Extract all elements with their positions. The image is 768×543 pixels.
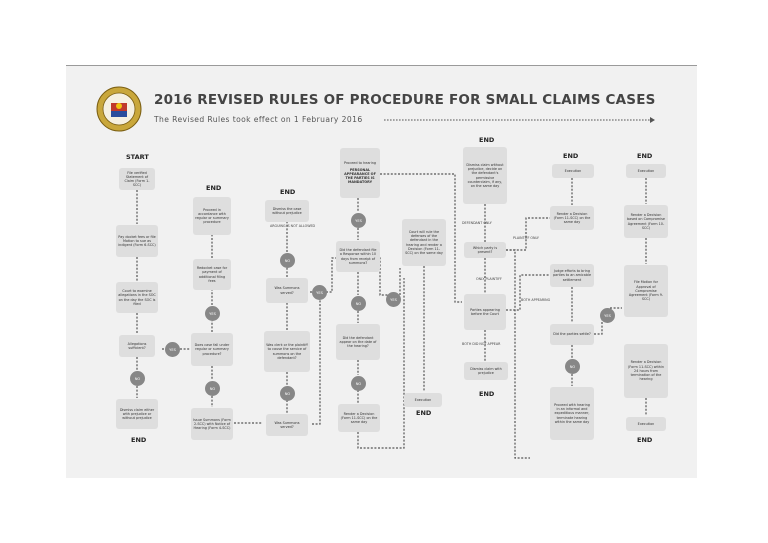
parties-appearing-node: Parties appearing before the Court — [464, 294, 506, 330]
render-decision-node-2: Render a Decision (Form 11-SCC) on the s… — [550, 206, 594, 230]
which-party-node: Which party is present? — [464, 242, 506, 258]
no-circle: NO — [205, 381, 220, 396]
execution-node: Execution — [404, 393, 442, 407]
execution-node-2: Execution — [552, 164, 594, 178]
no-circle: NO — [351, 296, 366, 311]
end-label: END — [131, 436, 147, 444]
no-circle: NO — [351, 376, 366, 391]
yes-circle: YES — [351, 213, 366, 228]
was-served-node-2: Was Summons served? — [266, 414, 308, 436]
no-circle: NO — [280, 253, 295, 268]
end-label: END — [637, 436, 653, 444]
yes-circle: YES — [165, 342, 180, 357]
both-not-appear-label: BOTH DID NOT APPEAR — [462, 342, 501, 346]
judge-efforts-node: Judge efforts to bring parties to an ami… — [550, 264, 594, 287]
start-label: START — [126, 153, 149, 161]
render-based-compromise-node: Render a Decision based on Compromise Ag… — [624, 205, 668, 238]
end-label: END — [280, 188, 296, 196]
proceed-hearing-text: Proceed to hearing — [343, 161, 377, 166]
render-decision-24-node: Render a Decision (Form 11-SCC) within 2… — [624, 344, 668, 398]
defendant-only-label: DEFENDANT ONLY — [462, 221, 492, 225]
no-circle: NO — [130, 371, 145, 386]
page-subtitle: The Revised Rules took effect on 1 Febru… — [154, 115, 363, 124]
allegations-node: Allegations sufficient? — [119, 335, 155, 357]
yes-circle: YES — [205, 306, 220, 321]
pay-docket-node: Pay docket fees or file Motion to sue as… — [116, 225, 158, 257]
was-clerk-node: Was clerk or the plaintiff to cause the … — [264, 331, 310, 372]
issue-summons-node: Issue Summons (Form 2-SCC) with Notice o… — [191, 408, 233, 440]
dismiss-with-prejudice-node: Dismiss claim with prejudice — [464, 362, 508, 380]
yes-circle: YES — [386, 292, 401, 307]
yes-circle: YES — [600, 308, 615, 323]
proceed-regular-node: Proceed in accordance with regular or su… — [193, 197, 231, 235]
page-title: 2016 REVISED RULES OF PROCEDURE FOR SMAL… — [154, 92, 656, 108]
end-label: END — [416, 409, 432, 417]
yes-circle: YES — [312, 285, 327, 300]
did-parties-settle-node: Did the parties settle? — [550, 324, 594, 345]
dismiss-case-node: Dismiss the case without prejudice — [265, 200, 309, 222]
plaintiff-only-label: PLAINTIFF ONLY — [513, 236, 539, 240]
dismiss-claim-without-node: Dismiss claim without prejudice, decide … — [463, 147, 507, 204]
proceed-hearing-node: Proceed to hearing PERSONAL APPEARANCE O… — [340, 148, 380, 198]
dismiss-outright-node: Dismiss claim either with prejudice or w… — [116, 399, 158, 429]
arguing-note: ARGUING IS NOT ALLOWED — [270, 224, 316, 228]
execution-node-3: Execution — [626, 164, 666, 178]
court-examine-node: Court to examine allegations in the SOC … — [116, 282, 158, 313]
redocket-node: Redocket case for payment of additional … — [193, 259, 231, 290]
court-will-rule-node: Court will rule the defenses of the defe… — [402, 219, 446, 266]
top-rule — [66, 65, 697, 66]
render-decision-node: Render a Decision (Form 11-SCC) on the s… — [338, 404, 380, 432]
file-motion-node: File Motion for Approval of Compromise A… — [624, 265, 668, 317]
only-plaintiff-label: ONLY PLAINTIFF — [476, 277, 502, 281]
no-circle: NO — [565, 359, 580, 374]
was-served-node: Was Summons served? — [266, 278, 308, 303]
execution-node-4: Execution — [626, 417, 666, 431]
proceed-hearing-informal-node: Proceed with hearing in an informal and … — [550, 387, 594, 440]
end-label: END — [479, 136, 495, 144]
end-label: END — [563, 152, 579, 160]
end-label: END — [637, 152, 653, 160]
both-appearing-label: BOTH APPEARING — [521, 298, 551, 302]
end-label: END — [206, 184, 222, 192]
did-defendant-appear-node: Did the defendant appear on the date of … — [336, 324, 380, 360]
supreme-court-seal-icon — [96, 86, 142, 132]
no-circle: NO — [280, 386, 295, 401]
file-verified-node: File verified Statement of Claim (Form 1… — [119, 168, 155, 190]
did-defendant-file-node: Did the defendant file a Response within… — [336, 241, 380, 272]
does-case-fall-node: Does case fall under regular or summary … — [191, 333, 233, 366]
personal-appearance-text: PERSONAL APPEARANCE OF THE PARTIES IS MA… — [344, 167, 376, 185]
end-label: END — [479, 390, 495, 398]
